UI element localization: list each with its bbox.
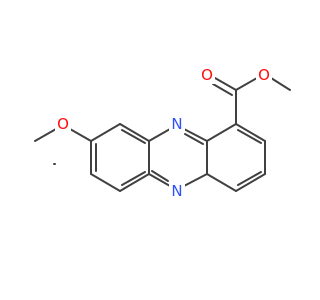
bond [183, 173, 208, 187]
bond [69, 128, 92, 142]
atom-label-bg [256, 66, 272, 84]
bond [90, 123, 121, 142]
bond [212, 83, 233, 96]
bond [119, 123, 150, 142]
bond [206, 123, 237, 142]
bond [121, 171, 146, 186]
molecule-structure: N N O O O [34, 66, 291, 200]
atom-label-bg [169, 115, 185, 133]
bond [214, 77, 237, 91]
atom-label-bg [199, 66, 215, 84]
oxygen-atom-carbonyl: O [201, 66, 213, 84]
oxygen-atom-ester: O [258, 66, 270, 84]
bond [119, 173, 150, 192]
atom-label-bg [169, 182, 185, 200]
oxygen-atom-methoxy: O [57, 115, 69, 133]
structure-canvas: N N O O O [34, 66, 291, 200]
bond [183, 128, 208, 142]
bond [184, 133, 204, 145]
bond [148, 128, 171, 142]
bond [237, 129, 262, 144]
bond [148, 173, 171, 187]
bond [151, 170, 169, 182]
bond [235, 77, 258, 91]
bond [235, 173, 266, 192]
nitrogen-atom-top: N [171, 115, 182, 133]
atom-label-bg [55, 115, 71, 133]
bond [237, 171, 262, 186]
bond [235, 123, 266, 142]
bond [270, 77, 291, 91]
bond [121, 129, 146, 144]
bond [206, 173, 237, 192]
nitrogen-atom-bottom: N [171, 182, 182, 200]
bond-layer [34, 77, 291, 192]
bond [34, 128, 57, 142]
bond [90, 173, 121, 192]
